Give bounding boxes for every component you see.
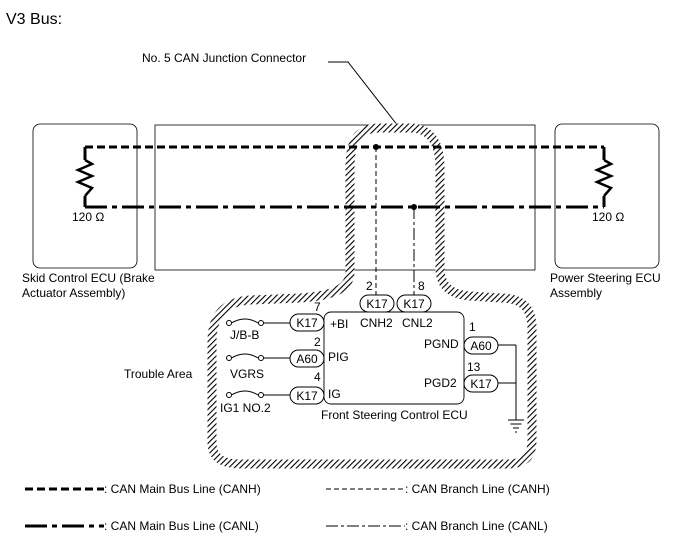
legend-canl-branch-label: : CAN Branch Line (CANL) [405, 519, 548, 533]
pig-pin-number: 2 [314, 335, 321, 349]
ig1-no2-source-label: IG1 NO.2 [220, 401, 271, 415]
legend-canh-main-label: : CAN Main Bus Line (CANH) [104, 482, 261, 496]
ig-connector-label: K17 [296, 389, 318, 403]
trouble-area-label: Trouble Area [124, 367, 193, 381]
bi-connector-label: K17 [296, 316, 318, 330]
legend-canl-main-label: : CAN Main Bus Line (CANL) [104, 519, 259, 533]
cnh2-pin-number: 2 [366, 279, 373, 293]
left-resistor-value: 120 Ω [72, 210, 104, 224]
power-steering-ecu-name-2: Assembly [550, 286, 602, 300]
pgd2-signal-label: PGD2 [424, 376, 457, 390]
junction-connector-label: No. 5 CAN Junction Connector [142, 51, 306, 65]
power-steering-ecu-name-1: Power Steering ECU [550, 271, 661, 285]
right-resistor-value: 120 Ω [592, 210, 624, 224]
junction-connector-leader [328, 61, 399, 127]
cnh2-signal-label: CNH2 [360, 316, 393, 330]
cnl2-connector-label: K17 [403, 297, 425, 311]
pgnd-pin-number: 1 [469, 320, 476, 334]
front-steering-ecu-name: Front Steering Control ECU [321, 408, 468, 422]
pgd2-pin-number: 13 [467, 360, 481, 374]
ig-signal-label: IG [328, 387, 341, 401]
skid-control-ecu-box [32, 123, 138, 269]
skid-control-ecu-name-2: Actuator Assembly) [22, 286, 125, 300]
vgrs-fuse-icon [226, 353, 290, 361]
page-title: V3 Bus: [6, 11, 62, 28]
power-steering-ecu-box [554, 123, 660, 269]
jb-b-source-label: J/B-B [230, 328, 259, 342]
pig-connector-label: A60 [296, 352, 318, 366]
bi-signal-label: +BI [330, 317, 348, 331]
pig-signal-label: PIG [328, 350, 349, 364]
right-resistor-icon [593, 158, 615, 197]
cnh2-connector-label: K17 [366, 297, 388, 311]
skid-control-ecu-name-1: Skid Control ECU (Brake [22, 271, 155, 285]
ground-wiring [498, 344, 517, 420]
vgrs-source-label: VGRS [230, 367, 264, 381]
ground-icon [508, 419, 524, 433]
pgd2-connector-label: K17 [470, 377, 492, 391]
junction-connector-box [154, 124, 536, 271]
pgnd-connector-label: A60 [470, 339, 492, 353]
trouble-area-outline [207, 123, 537, 469]
ig1-no2-fuse-icon [226, 390, 290, 398]
ig-pin-number: 4 [314, 370, 321, 384]
legend-canh-branch-label: : CAN Branch Line (CANH) [405, 482, 550, 496]
cnl2-pin-number: 8 [418, 279, 425, 293]
left-resistor-icon [74, 158, 96, 197]
cnl2-signal-label: CNL2 [402, 316, 433, 330]
jb-b-fuse-icon [226, 318, 290, 326]
bi-pin-number: 7 [314, 300, 321, 314]
pgnd-signal-label: PGND [424, 337, 459, 351]
